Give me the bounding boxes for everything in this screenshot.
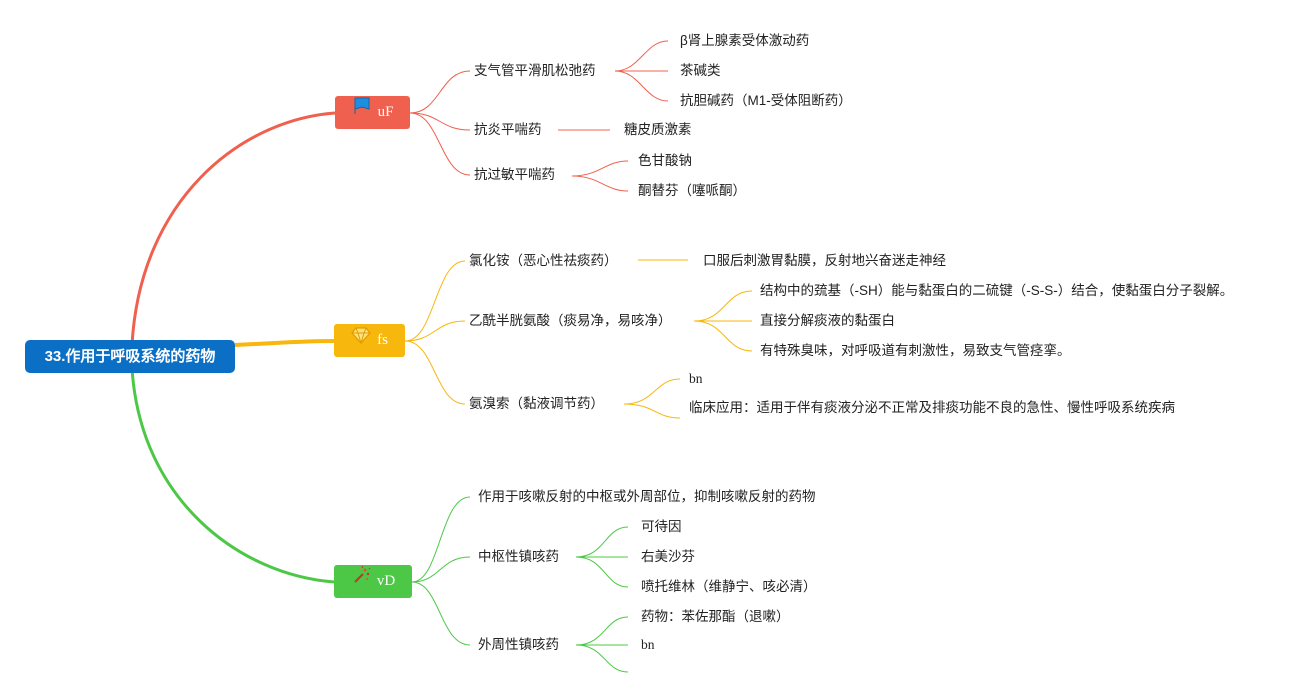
leaf-topic[interactable]: bn <box>689 371 703 386</box>
branch-label: uF <box>377 104 394 120</box>
leaf-topic[interactable]: 结构中的巯基（-SH）能与黏蛋白的二硫键（-S-S-）结合，使黏蛋白分子裂解。 <box>760 283 1234 298</box>
leaf-topic[interactable]: 临床应用：适用于伴有痰液分泌不正常及排痰功能不良的急性、慢性呼吸系统疾病 <box>689 400 1175 415</box>
gem-icon <box>351 324 371 357</box>
leaf-topic[interactable]: 可待因 <box>641 519 682 534</box>
root-topic[interactable]: 33.作用于呼吸系统的药物 <box>25 340 235 373</box>
subtopic[interactable]: 作用于咳嗽反射的中枢或外周部位，抑制咳嗽反射的药物 <box>478 489 816 504</box>
branch-topic-1[interactable]: uF <box>335 96 410 129</box>
leaf-topic[interactable]: 药物：苯佐那酯（退嗽） <box>641 609 790 624</box>
leaf-topic[interactable]: 右美沙芬 <box>641 549 695 564</box>
subtopic[interactable]: 氨溴索（黏液调节药） <box>469 396 604 411</box>
subtopic[interactable]: 支气管平滑肌松弛药 <box>474 63 596 78</box>
leaf-topic[interactable]: 酮替芬（噻哌酮） <box>638 183 746 198</box>
leaf-topic[interactable]: 直接分解痰液的黏蛋白 <box>760 313 895 328</box>
leaf-topic[interactable]: bn <box>641 637 655 652</box>
branch-topic-3[interactable]: vD <box>334 565 412 598</box>
leaf-topic[interactable]: 色甘酸钠 <box>638 153 692 168</box>
subtopic[interactable]: 乙酰半胱氨酸（痰易净，易咳净） <box>469 313 672 328</box>
leaf-topic[interactable]: 有特殊臭味，对呼吸道有刺激性，易致支气管痉挛。 <box>760 343 1071 358</box>
leaf-topic[interactable]: 抗胆碱药（M1-受体阻断药） <box>680 93 852 108</box>
leaf-topic[interactable]: β肾上腺素受体激动药 <box>680 33 810 48</box>
flag-icon <box>352 96 372 129</box>
leaf-topic[interactable]: 糖皮质激素 <box>624 122 692 137</box>
confetti-icon <box>351 565 371 598</box>
leaf-topic[interactable]: 喷托维林（维静宁、咳必清） <box>641 579 817 594</box>
subtopic[interactable]: 抗过敏平喘药 <box>474 167 555 182</box>
subtopic[interactable]: 氯化铵（恶心性祛痰药） <box>469 253 618 268</box>
branch-topic-2[interactable]: fs <box>334 324 405 357</box>
leaf-topic[interactable]: 口服后刺激胃黏膜，反射地兴奋迷走神经 <box>703 253 946 268</box>
subtopic[interactable]: 外周性镇咳药 <box>478 637 559 652</box>
branch-label: vD <box>376 573 396 589</box>
branch-label: fs <box>377 332 388 348</box>
subtopic[interactable]: 中枢性镇咳药 <box>478 549 559 564</box>
leaf-topic[interactable]: 茶碱类 <box>680 63 721 78</box>
subtopic[interactable]: 抗炎平喘药 <box>474 122 542 137</box>
